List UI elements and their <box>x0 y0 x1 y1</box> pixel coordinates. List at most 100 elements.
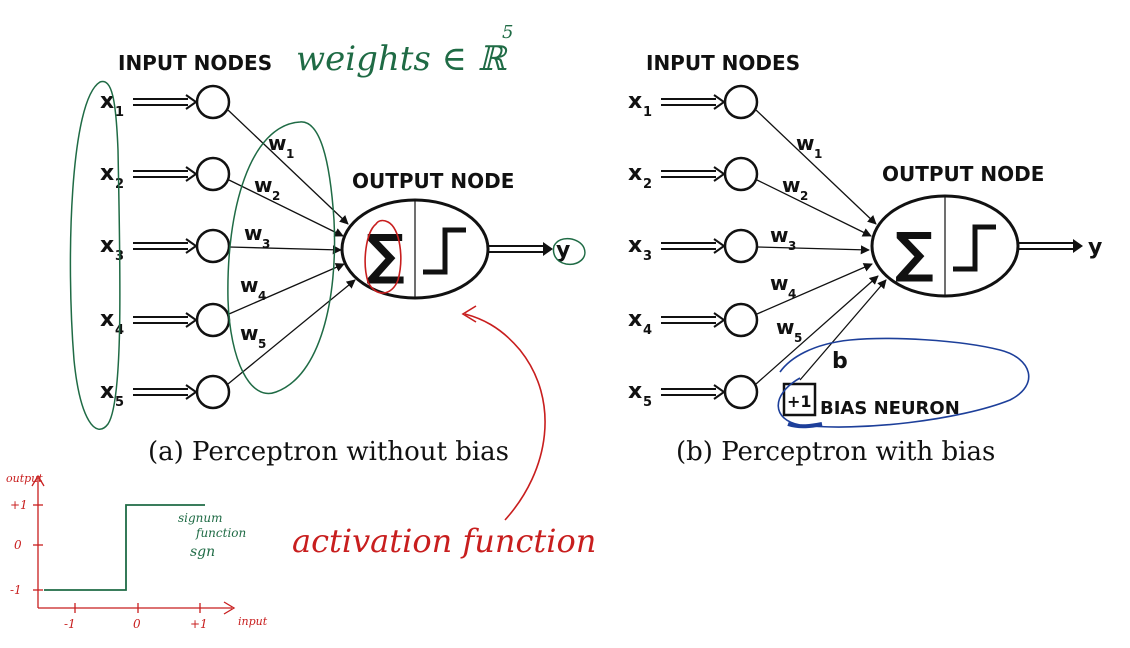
weight-sub: 5 <box>258 337 266 351</box>
panel-a-input-x1: x 1 <box>100 89 124 120</box>
weight-connection <box>756 263 873 315</box>
sketch-function-note: function <box>195 526 246 540</box>
panel-a-input-nodes <box>195 84 231 410</box>
activation-note: activation function <box>292 522 596 560</box>
panel-b-input-header: INPUT NODES <box>646 51 800 75</box>
double-arrow-icon <box>1018 242 1075 250</box>
bias-value: +1 <box>787 392 812 411</box>
green-pen-output-loop <box>552 237 586 266</box>
blue-pen-scribble <box>787 422 823 429</box>
panel-b-input-sub: 5 <box>643 395 652 410</box>
sketch-y-arrow-icon <box>31 474 45 487</box>
green-pen-input-loop <box>69 80 121 430</box>
bias-neuron: +1 BIAS NEURON <box>782 382 960 419</box>
sketch-x-label: input <box>238 615 268 628</box>
step-function-icon <box>953 224 996 272</box>
weight-connection <box>755 275 879 385</box>
panel-b-input-nodes <box>723 84 759 410</box>
panel-b-input-sub: 2 <box>643 177 652 192</box>
panel-b-input-label: x <box>628 307 642 332</box>
double-arrow-icon <box>488 245 545 253</box>
panel-a-caption: (a) Perceptron without bias <box>148 437 509 467</box>
panel-a-input-header: INPUT NODES <box>118 51 272 75</box>
arrowhead-icon <box>713 166 726 182</box>
weight-label: w <box>240 273 258 297</box>
input-node-circle <box>195 302 231 338</box>
double-arrow-icon <box>133 98 188 106</box>
panel-b-input-x1: x 1 <box>628 89 652 120</box>
double-arrow-icon <box>661 388 716 396</box>
weight-connection <box>756 179 872 237</box>
weight-label: w <box>244 221 262 245</box>
red-pen-arrow <box>464 313 546 521</box>
panel-a-input-label: x <box>100 379 114 404</box>
panel-a-input-label: x <box>100 233 114 258</box>
input-node-circle <box>723 84 759 120</box>
panel-b-input-x5: x 5 <box>628 379 652 410</box>
weight-sub: 3 <box>262 237 270 251</box>
weight-sub: 2 <box>800 189 808 203</box>
weight-connection <box>228 245 342 255</box>
panel-a-output-label: y <box>556 238 570 263</box>
weight-label: w <box>240 321 258 345</box>
panel-a-input-x2: x 2 <box>100 161 124 192</box>
weight-label: w <box>770 223 788 247</box>
panel-b-input-x3: x 3 <box>628 233 652 264</box>
panel-b-input-sub: 1 <box>643 105 652 120</box>
sketch-y-tick: +1 <box>10 498 28 512</box>
panel-a-input-arrows <box>133 94 198 400</box>
step-function-icon <box>423 227 466 275</box>
weights-note-exponent: 5 <box>502 22 513 43</box>
input-node-circle <box>195 374 231 410</box>
weights-note: weights ∈ ℝ <box>296 39 509 79</box>
panel-a-input-x5: x 5 <box>100 379 124 410</box>
red-pen-sum-loop <box>364 219 402 294</box>
sketch-x-arrow-icon <box>223 601 236 615</box>
signum-sketch: output input +1 0 -1 -1 0 +1 signum func… <box>6 472 268 631</box>
panel-b-input-x4: x 4 <box>628 307 652 338</box>
weight-connection <box>756 245 870 255</box>
arrowhead-icon <box>713 384 726 400</box>
double-arrow-icon <box>133 316 188 324</box>
panel-a-weight-connections <box>227 109 356 385</box>
weight-label: w <box>782 173 800 197</box>
sketch-signum-curve <box>44 504 205 591</box>
sketch-y-label: output <box>6 472 43 485</box>
green-pen-weights-loop <box>227 121 336 395</box>
panel-b-input-sub: 3 <box>643 249 652 264</box>
panel-b-input-x2: x 2 <box>628 161 652 192</box>
weight-label: w <box>770 271 788 295</box>
sketch-function-note: sgn <box>190 544 215 560</box>
panel-b-weight-labels: w 1 w 2 w 3 w 4 w 5 b <box>770 131 848 374</box>
input-node-circle <box>723 228 759 264</box>
sketch-function-note: signum <box>178 511 223 525</box>
arrowhead-icon <box>185 166 198 182</box>
panel-a-output-header: OUTPUT NODE <box>352 169 514 193</box>
weight-sub: 4 <box>258 289 266 303</box>
double-arrow-icon <box>133 242 188 250</box>
panel-a-weight-labels: w 1 w 2 w 3 w 4 w 5 <box>240 131 294 351</box>
arrowhead-icon <box>185 94 198 110</box>
weight-connection <box>755 109 877 225</box>
weight-sub: 5 <box>794 331 802 345</box>
red-arrowhead-icon <box>461 305 477 323</box>
input-node-circle <box>723 156 759 192</box>
arrowhead-icon <box>1073 239 1083 253</box>
weight-connection <box>228 263 345 315</box>
panel-b-input-arrows <box>661 94 726 400</box>
sketch-x-tick: -1 <box>64 617 76 631</box>
panel-b-output-label: y <box>1088 235 1102 260</box>
weight-sub: 2 <box>272 189 280 203</box>
input-node-circle <box>195 84 231 120</box>
panel-b-weight-connections <box>755 109 887 385</box>
double-arrow-icon <box>661 316 716 324</box>
panel-a-perceptron-without-bias: INPUT NODES x 1 x 2 x 3 x 4 x 5 <box>100 51 570 467</box>
bias-connection <box>799 279 887 381</box>
panel-b-input-sub: 4 <box>643 323 652 338</box>
weight-connection <box>227 109 349 225</box>
panel-a-input-sub: 5 <box>115 395 124 410</box>
weight-label: w <box>796 131 814 155</box>
panel-a-input-label: x <box>100 89 114 114</box>
weight-label: w <box>254 173 272 197</box>
